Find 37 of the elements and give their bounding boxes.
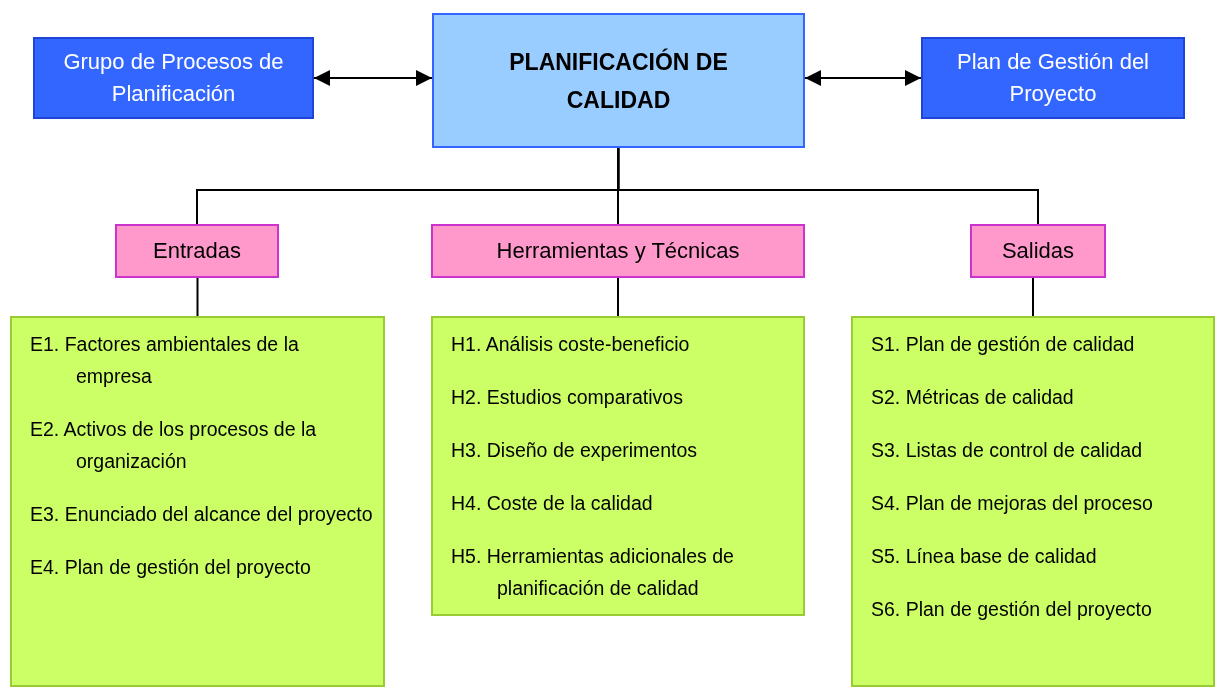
connector-line [617, 277, 619, 317]
list-item: H1. Análisis coste-beneficio [451, 332, 691, 357]
list-item: S3. Listas de control de calidad [871, 438, 1143, 463]
list-item: H5. Herramientas adicionales de planificación de calidad [451, 544, 735, 601]
list-item: S2. Métricas de calidad [871, 385, 1075, 410]
list-item: E1. Factores ambientales de la empresa [30, 332, 300, 389]
list-item: S6. Plan de gestión del proyecto [871, 597, 1153, 622]
box-label: Plan de Gestión del Proyecto [956, 48, 1150, 108]
arrow [804, 70, 922, 86]
list-item: E2. Activos de los procesos de la organización [30, 417, 318, 474]
category-box [431, 224, 805, 278]
list-panel [10, 316, 385, 687]
list-item: H4. Coste de la calidad [451, 491, 654, 516]
connector-line [1032, 277, 1034, 317]
box-label: Salidas [1001, 238, 1075, 264]
box-label: PLANIFICACIÓN DE CALIDAD [508, 47, 729, 115]
list-item: S5. Línea base de calidad [871, 544, 1098, 569]
list-item: E4. Plan de gestión del proyecto [30, 555, 312, 580]
box-label: Grupo de Procesos de Planificación [62, 48, 285, 108]
list-item: E3. Enunciado del alcance del proyecto [30, 502, 374, 527]
list-item: H2. Estudios comparativos [451, 385, 684, 410]
list-item: H3. Diseño de experimentos [451, 438, 699, 463]
box-label: Entradas [152, 238, 242, 264]
process-box [33, 37, 314, 119]
arrow [313, 70, 433, 86]
box-label: Herramientas y Técnicas [496, 238, 740, 264]
list-panel [431, 316, 805, 616]
list-item: S1. Plan de gestión de calidad [871, 332, 1136, 357]
connector-line [617, 147, 1039, 225]
connector-line [617, 147, 619, 225]
process-box [432, 13, 805, 148]
connector-line [196, 277, 199, 317]
process-box [921, 37, 1185, 119]
list-item: S4. Plan de mejoras del proceso [871, 491, 1154, 516]
list-panel [851, 316, 1215, 687]
category-box [970, 224, 1106, 278]
category-box [115, 224, 279, 278]
